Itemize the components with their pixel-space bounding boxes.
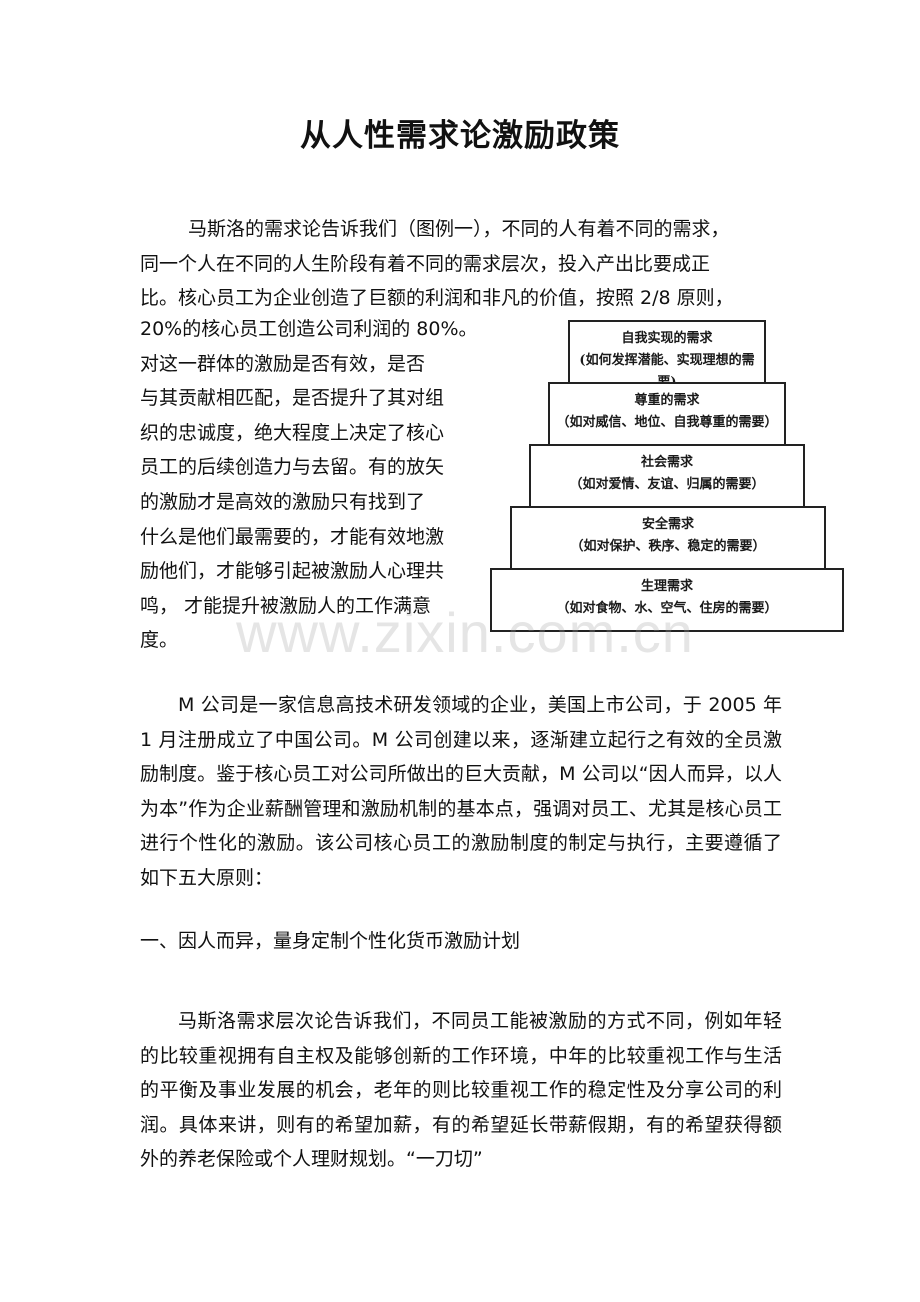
pyramid-tier-physiological: 生理需求 （如对食物、水、空气、住房的需要） (490, 568, 844, 632)
tier-title: 社会需求 (640, 455, 693, 470)
paragraph-1-wrap-line: 对这一群体的激励是否有效，是否 (140, 352, 426, 375)
tier-subtitle: （如对保护、秩序、稳定的需要） (570, 539, 766, 554)
paragraph-1-wrap-line: 鸣， 才能提升被激励人的工作满意 (140, 594, 432, 617)
tier-title: 尊重的需求 (634, 393, 700, 408)
paragraph-1-line-2: 同一个人在不同的人生阶段有着不同的需求层次，投入产出比要成正 (140, 252, 711, 275)
pyramid-tier-social: 社会需求 （如对爱情、友谊、归属的需要） (529, 444, 805, 508)
paragraph-1-wrap-line: 员工的后续创造力与去留。有的放矢 (140, 456, 445, 479)
paragraph-1-line-1: 马斯洛的需求论告诉我们（图例一），不同的人有着不同的需求， (188, 218, 730, 240)
paragraph-1-wrap-line: 什么是他们最需要的，才能有效地激 (140, 525, 445, 548)
paragraph-1-wrap-line: 织的忠诚度，绝大程度上决定了核心 (140, 421, 445, 444)
tier-subtitle: （如对食物、水、空气、住房的需要） (556, 601, 778, 616)
pyramid-tier-self-actualization: 自我实现的需求 (如何发挥潜能、实现理想的需要) (568, 320, 766, 390)
paragraph-1-wrapped: 20%的核心员工创造公司利润的 80%。 对这一群体的激励是否有效，是否 与其贡… (140, 312, 480, 658)
paragraph-1-wrap-line: 与其贡献相匹配，是否提升了其对组 (140, 387, 445, 410)
section-heading-1: 一、因人而异，量身定制个性化货币激励计划 (140, 930, 521, 952)
tier-subtitle: （如对爱情、友谊、归属的需要） (569, 477, 765, 492)
paragraph-1-full: 马斯洛的需求论告诉我们（图例一），不同的人有着不同的需求， 同一个人在不同的人生… (140, 212, 782, 316)
tier-title: 安全需求 (641, 517, 694, 532)
pyramid-tier-safety: 安全需求 （如对保护、秩序、稳定的需要） (510, 506, 826, 570)
tier-title: 生理需求 (640, 579, 693, 594)
tier-subtitle: （如对威信、地位、自我尊重的需要） (556, 415, 778, 430)
pyramid-tier-esteem: 尊重的需求 （如对威信、地位、自我尊重的需要） (548, 382, 786, 446)
paragraph-1-line-3: 比。核心员工为企业创造了巨额的利润和非凡的价值，按照 2/8 原则， (140, 287, 734, 310)
paragraph-1-wrap-line: 励他们，才能够引起被激励人心理共 (140, 560, 445, 583)
paragraph-1-wrap-line: 的激励才是高效的激励只有找到了 (140, 490, 426, 513)
page-title: 从人性需求论激励政策 (300, 118, 620, 154)
paragraph-2: M 公司是一家信息高技术研发领域的企业，美国上市公司，于 2005 年 1 月注… (140, 694, 782, 889)
paragraph-3: 马斯洛需求层次论告诉我们，不同员工能被激励的方式不同，例如年轻的比较重视拥有自主… (140, 1010, 782, 1171)
tier-title: 自我实现的需求 (621, 331, 713, 346)
paragraph-1-wrap-line: 度。 (140, 629, 179, 652)
maslow-pyramid-figure: 自我实现的需求 (如何发挥潜能、实现理想的需要) 尊重的需求 （如对威信、地位、… (488, 318, 848, 636)
paragraph-1-wrap-line: 20%的核心员工创造公司利润的 80%。 (140, 318, 478, 340)
